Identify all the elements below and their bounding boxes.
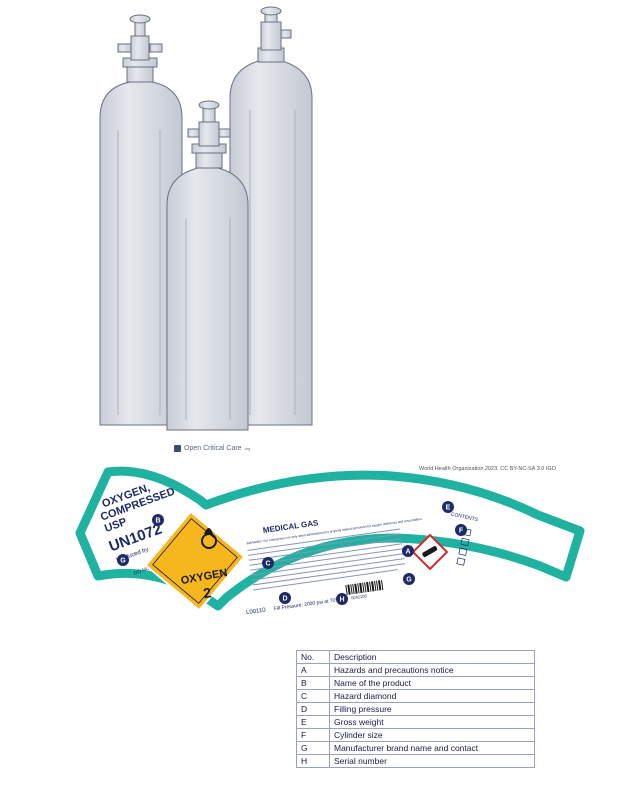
credit-open-critical-care: Open Critical Care org: [174, 445, 250, 452]
credit-suffix: org: [244, 446, 251, 451]
serial-number: 0042108: [351, 593, 368, 600]
legend-description: Name of the product: [329, 676, 535, 690]
marker-letter: G: [120, 558, 126, 565]
legend-letter: D: [296, 702, 330, 716]
marker-letter: F: [459, 528, 464, 535]
marker-circle: [152, 514, 164, 526]
marker-letter: A: [405, 549, 410, 556]
occ-logo-icon: [174, 445, 181, 452]
marker-circle: [442, 501, 454, 513]
marker-circle: [279, 592, 291, 604]
legend-description: Gross weight: [329, 715, 535, 729]
ghs-pictogram: [411, 533, 449, 571]
marker-circle: [455, 524, 467, 536]
legend-letter: G: [296, 741, 330, 755]
cylinder-left: [99, 14, 183, 426]
legend-letter: E: [296, 715, 330, 729]
legend-letter: F: [296, 728, 330, 742]
cylinder-middle: [166, 100, 249, 431]
cylinder-right: [229, 6, 313, 426]
hazard-class: 2: [202, 584, 213, 601]
credit-text: Open Critical Care: [184, 445, 242, 452]
marker-letter: H: [339, 597, 344, 604]
legend-letter: C: [296, 689, 330, 703]
marker-letter: D: [282, 596, 287, 603]
marker-circle: [402, 545, 414, 557]
label-markers: A B C D E F G G H: [117, 501, 467, 605]
marker-circle: [117, 554, 129, 566]
marker-circle: [262, 557, 274, 569]
hazard-diamond: OXYGEN 2: [144, 510, 246, 612]
marker-circle: [336, 593, 348, 605]
legend-description: Filling pressure: [329, 702, 535, 716]
legend-description: Serial number: [329, 754, 535, 768]
marker-circle: [403, 573, 415, 585]
legend-description: Manufacturer brand name and contact: [329, 741, 535, 755]
legend-letter: B: [296, 676, 330, 690]
marker-letter: B: [155, 518, 160, 525]
legend-description: Hazards and precautions notice: [329, 663, 535, 677]
legend-description: Cylinder size: [329, 728, 535, 742]
legend-letter: H: [296, 754, 330, 768]
marker-letter: G: [406, 577, 412, 584]
gas-cylinder-icon: [422, 546, 438, 558]
label-code: L00110: [246, 607, 267, 616]
legend-header-row: No. Description: [296, 650, 535, 664]
legend-description: Hazard diamond: [329, 689, 535, 703]
legend-header-no: No.: [296, 650, 330, 664]
who-credit: World Health Organization 2023. CC BY-NC…: [419, 466, 556, 472]
legend-header-description: Description: [329, 650, 535, 664]
oxygen-cylinders-figure: OXYGEN, COMPRESSED USP UN1072 Produced b…: [75, 6, 585, 616]
marker-letter: C: [265, 561, 270, 568]
cylinder-label: OXYGEN, COMPRESSED USP UN1072 Produced b…: [75, 466, 585, 616]
legend-letter: A: [296, 663, 330, 677]
barcode: [345, 579, 384, 596]
marker-letter: E: [446, 505, 451, 512]
contents-title: CONTENTS: [450, 512, 479, 524]
